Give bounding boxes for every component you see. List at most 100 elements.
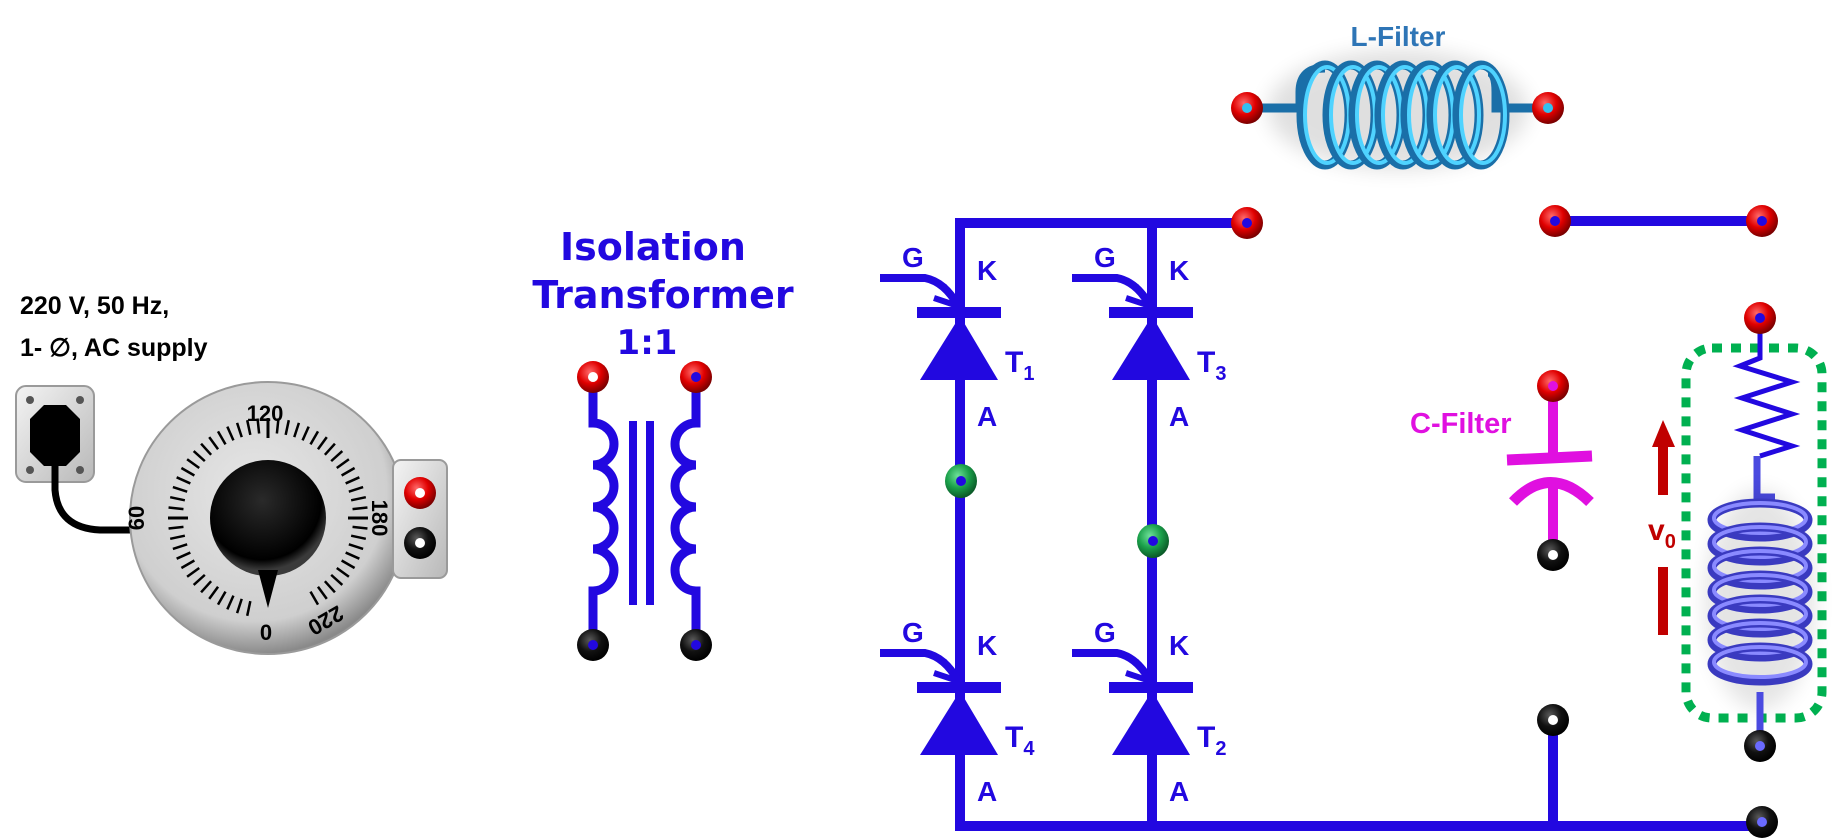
thyristor-t1[interactable]: G K A T1 <box>880 242 1034 432</box>
cathode-bar <box>917 307 1001 318</box>
transformer-primary-terminal-red[interactable] <box>577 361 609 393</box>
isolation-transformer: Isolation Transformer 1:1 <box>532 225 794 661</box>
bottom-rail-terminal[interactable] <box>1746 806 1778 838</box>
top-link-terminal-left[interactable] <box>1539 205 1571 237</box>
thyristor-label: T1 <box>1005 346 1034 385</box>
coil-turn-highlight <box>1712 597 1808 631</box>
dc-negative-terminal[interactable] <box>1537 704 1569 736</box>
dial-tick <box>345 476 360 485</box>
dial-tick <box>345 551 360 560</box>
dial-tick <box>208 586 220 600</box>
bridge-output-terminal-red[interactable] <box>1231 207 1263 239</box>
dial-tick <box>216 430 227 446</box>
c-filter-terminal-red[interactable] <box>1537 370 1569 402</box>
coil-turn-highlight <box>1712 525 1808 559</box>
dial-tick <box>168 525 184 530</box>
thyristor-label: T4 <box>1005 721 1035 760</box>
supply-label-line1: 220 V, 50 Hz, <box>20 292 169 320</box>
dial-tick <box>348 485 364 493</box>
dial-tick <box>350 534 367 541</box>
bridge-top-rail <box>955 218 1240 826</box>
dial-tick <box>172 543 188 551</box>
transformer-secondary-terminal-red[interactable] <box>680 361 712 393</box>
dial-tick <box>168 506 184 511</box>
load-terminal-red[interactable] <box>1744 302 1776 334</box>
coil-turn-highlight <box>1712 621 1808 655</box>
bridge-ac-terminal-2[interactable] <box>1137 524 1169 558</box>
transformer-primary-terminal-black[interactable] <box>577 629 609 661</box>
variac-dial[interactable]: 120 60 180 0 220 <box>124 381 407 655</box>
load-boundary-box <box>1681 343 1827 723</box>
dial-tick <box>323 580 336 594</box>
load-terminal-black[interactable] <box>1744 730 1776 762</box>
dial-tick <box>309 590 320 606</box>
dial-tick <box>172 485 188 493</box>
l-filter: L-Filter <box>1231 21 1564 170</box>
cathode-bar <box>917 682 1001 693</box>
cathode-label: K <box>1169 255 1189 286</box>
dial-tick <box>245 419 252 436</box>
supply-cable <box>51 466 135 534</box>
rl-load: v0 <box>1648 302 1827 762</box>
dial-tick <box>323 442 336 456</box>
cathode-label: K <box>977 255 997 286</box>
thyristor-triangle-icon <box>1112 691 1190 755</box>
dial-tick <box>256 418 261 434</box>
top-link-terminal-right[interactable] <box>1746 205 1778 237</box>
dial-tick <box>180 466 196 477</box>
thyristor-label: T3 <box>1197 346 1226 385</box>
bridge-ac-terminal-1[interactable] <box>945 464 977 498</box>
dial-tick <box>309 430 320 446</box>
dial-tick <box>200 580 213 594</box>
dial-knob[interactable] <box>210 460 326 576</box>
dial-tick <box>348 543 364 551</box>
dial-label-120: 120 <box>247 401 284 426</box>
coil-turn-highlight <box>1712 645 1808 679</box>
l-filter-terminal-left[interactable] <box>1231 92 1263 124</box>
thyristor-triangle-icon <box>1112 316 1190 380</box>
dial-tick <box>226 595 235 610</box>
cathode-bar <box>1109 307 1193 318</box>
coil-turn-highlight <box>1712 501 1808 535</box>
dial-tick <box>340 559 356 570</box>
transformer-ratio: 1:1 <box>617 323 678 363</box>
dial-tick <box>350 495 367 502</box>
thyristor-label: T2 <box>1197 721 1226 760</box>
core-bar-left <box>629 421 637 605</box>
dial-tick <box>176 476 191 485</box>
dial-tick <box>176 551 191 560</box>
thyristor-triangle-icon <box>920 691 998 755</box>
gate-label: G <box>902 242 924 273</box>
secondary-winding <box>670 385 701 640</box>
dial-tick <box>186 566 200 578</box>
load-top-link <box>1539 205 1778 237</box>
dial-tick <box>316 586 328 600</box>
l-filter-terminal-right[interactable] <box>1532 92 1564 124</box>
l-filter-label: L-Filter <box>1351 21 1446 52</box>
dial-tick <box>340 466 356 477</box>
variac-output-box <box>392 459 448 579</box>
dial-tick <box>169 534 186 541</box>
cathode-label: K <box>977 630 997 661</box>
coil-turn-highlight <box>1433 65 1481 165</box>
dial-tick <box>352 506 368 511</box>
gate-label: G <box>902 617 924 648</box>
cathode-bar <box>1109 682 1193 693</box>
l-filter-coil-icon <box>1296 60 1510 170</box>
gate-label: G <box>1094 617 1116 648</box>
anode-label: A <box>977 401 997 432</box>
c-filter-label: C-Filter <box>1410 408 1512 440</box>
load-inductor-icon <box>1707 498 1813 686</box>
coil-turn-highlight <box>1712 549 1808 583</box>
dial-tick <box>226 426 235 441</box>
transformer-secondary-terminal-black[interactable] <box>680 629 712 661</box>
coil-turn-highlight <box>1459 65 1507 165</box>
gate-arrow-icon <box>1125 659 1158 687</box>
c-filter-terminal-black[interactable] <box>1537 539 1569 571</box>
transformer-title-line2: Transformer <box>532 273 794 317</box>
dial-tick <box>316 436 328 450</box>
